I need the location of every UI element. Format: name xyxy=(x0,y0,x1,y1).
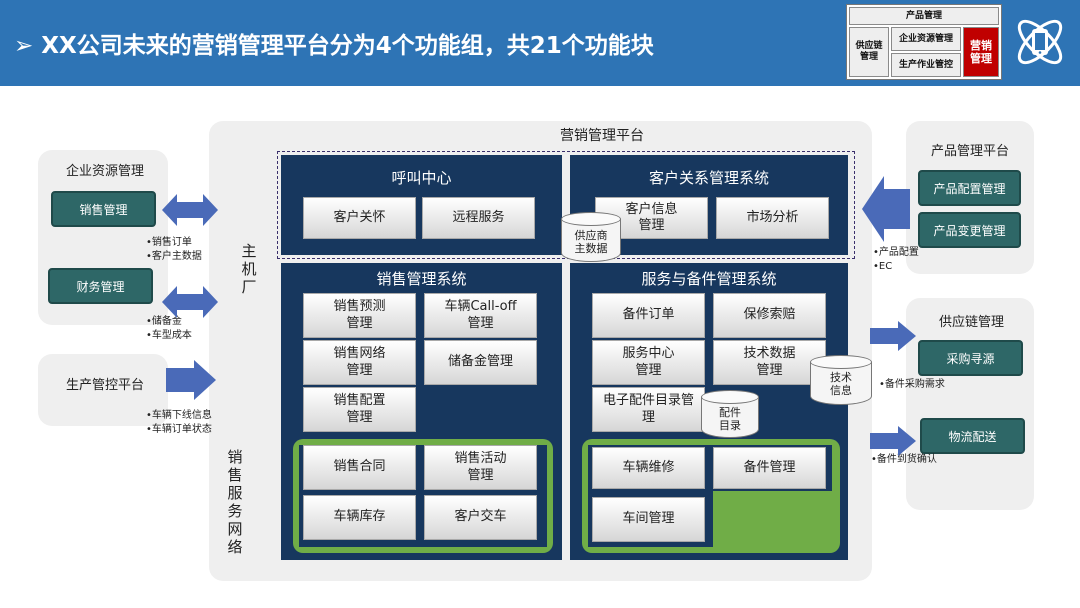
supply-purchase-notes: •备件采购需求 xyxy=(879,378,945,392)
service-network-item[interactable]: 车辆维修 xyxy=(592,447,705,489)
erp-item[interactable]: 销售管理 xyxy=(51,191,156,227)
supply-logistics-notes: •备件到货确认 xyxy=(871,453,937,467)
supplier-db-cylinder: 供应商主数据 xyxy=(561,212,621,262)
service-network-item[interactable]: 备件管理 xyxy=(713,447,826,489)
dashed-group-outline xyxy=(277,151,855,259)
note-line: •客户主数据 xyxy=(146,251,202,262)
sales-network-item[interactable]: 客户交车 xyxy=(424,495,537,540)
product-item[interactable]: 产品配置管理 xyxy=(918,170,1021,206)
mobile-atom-icon xyxy=(1010,10,1070,74)
mfg-title: 生产管控平台 xyxy=(66,378,145,393)
right-arrow-icon xyxy=(870,426,916,456)
supply-item[interactable]: 物流配送 xyxy=(920,418,1025,454)
note-line: •车型成本 xyxy=(146,330,192,341)
note-line: •车辆下线信息 xyxy=(146,410,212,421)
mini-map-product: 产品管理 xyxy=(849,7,999,25)
mfg-panel xyxy=(38,354,168,426)
product-title: 产品管理平台 xyxy=(931,144,1010,159)
sales-network-item[interactable]: 销售合同 xyxy=(303,445,416,490)
note-line: •储备金 xyxy=(146,316,182,327)
crm-item[interactable]: 市场分析 xyxy=(716,197,829,239)
erp-title: 企业资源管理 xyxy=(66,164,145,179)
supplier-db-label: 供应商主数据 xyxy=(574,229,608,255)
host-label: 主机厂 xyxy=(241,242,257,296)
slide-title-text: XX公司未来的营销管理平台分为4个功能组，共21个功能块 xyxy=(41,33,654,59)
call-center-title: 呼叫中心 xyxy=(391,169,452,187)
sales-network-item[interactable]: 车辆库存 xyxy=(303,495,416,540)
mini-map-erp: 企业资源管理 xyxy=(891,27,961,51)
right-arrow-icon xyxy=(870,321,916,351)
mfg-notes: •车辆下线信息 •车辆订单状态 xyxy=(146,409,212,437)
parts-db-label: 配件目录 xyxy=(719,406,741,432)
erp-finance-notes: •储备金 •车型成本 xyxy=(146,315,192,343)
sales-item[interactable]: 车辆Call-off管理 xyxy=(424,293,537,338)
mini-map-marketing: 营销管理 xyxy=(963,27,999,77)
right-arrow-icon xyxy=(166,360,216,400)
product-item[interactable]: 产品变更管理 xyxy=(918,212,1021,248)
slide-title: ➢ XX公司未来的营销管理平台分为4个功能组，共21个功能块 xyxy=(14,26,654,60)
sales-item[interactable]: 销售预测管理 xyxy=(303,293,416,338)
service-item[interactable]: 备件订单 xyxy=(592,293,705,338)
service-network-item[interactable]: 车间管理 xyxy=(592,497,705,542)
sales-item[interactable]: 储备金管理 xyxy=(424,340,537,385)
crm-title: 客户关系管理系统 xyxy=(648,169,769,187)
mini-map-mfg: 生产作业管控 xyxy=(891,53,961,77)
network-label: 销售服务网络 xyxy=(227,448,243,556)
sales-network-item[interactable]: 销售活动管理 xyxy=(424,445,537,490)
erp-item[interactable]: 财务管理 xyxy=(48,268,153,304)
tech-db-label: 技术信息 xyxy=(830,371,852,397)
note-line: •产品配置 xyxy=(873,247,919,258)
note-line: •车辆订单状态 xyxy=(146,424,212,435)
call-center-item[interactable]: 远程服务 xyxy=(422,197,535,239)
product-notes: •产品配置 •EC xyxy=(873,246,919,274)
left-arrow-icon xyxy=(862,176,910,242)
note-line: •备件到货确认 xyxy=(871,454,937,465)
supply-item[interactable]: 采购寻源 xyxy=(918,340,1023,376)
note-line: •EC xyxy=(873,261,893,272)
parts-db-cylinder: 配件目录 xyxy=(701,390,759,438)
mini-map: 产品管理 供应链管理 企业资源管理 生产作业管控 营销管理 xyxy=(846,4,1002,80)
double-arrow-icon xyxy=(162,194,218,226)
sales-system-title: 销售管理系统 xyxy=(376,270,467,288)
bullet-arrow-icon: ➢ xyxy=(14,33,34,59)
service-item[interactable]: 服务中心管理 xyxy=(592,340,705,385)
service-item[interactable]: 保修索赔 xyxy=(713,293,826,338)
note-line: •销售订单 xyxy=(146,237,192,248)
sales-item[interactable]: 销售配置管理 xyxy=(303,387,416,432)
call-center-item[interactable]: 客户关怀 xyxy=(303,197,416,239)
supply-panel xyxy=(906,298,1034,510)
supply-title: 供应链管理 xyxy=(939,315,1005,330)
platform-title: 营销管理平台 xyxy=(560,128,644,144)
note-line: •备件采购需求 xyxy=(879,379,945,390)
double-arrow-icon xyxy=(162,286,218,318)
service-item[interactable]: 电子配件目录管理 xyxy=(592,387,705,432)
erp-sales-notes: •销售订单 •客户主数据 xyxy=(146,236,202,264)
sales-item[interactable]: 销售网络管理 xyxy=(303,340,416,385)
mini-map-supply: 供应链管理 xyxy=(849,27,889,77)
service-system-title: 服务与备件管理系统 xyxy=(641,270,777,288)
tech-db-cylinder: 技术信息 xyxy=(810,355,872,405)
